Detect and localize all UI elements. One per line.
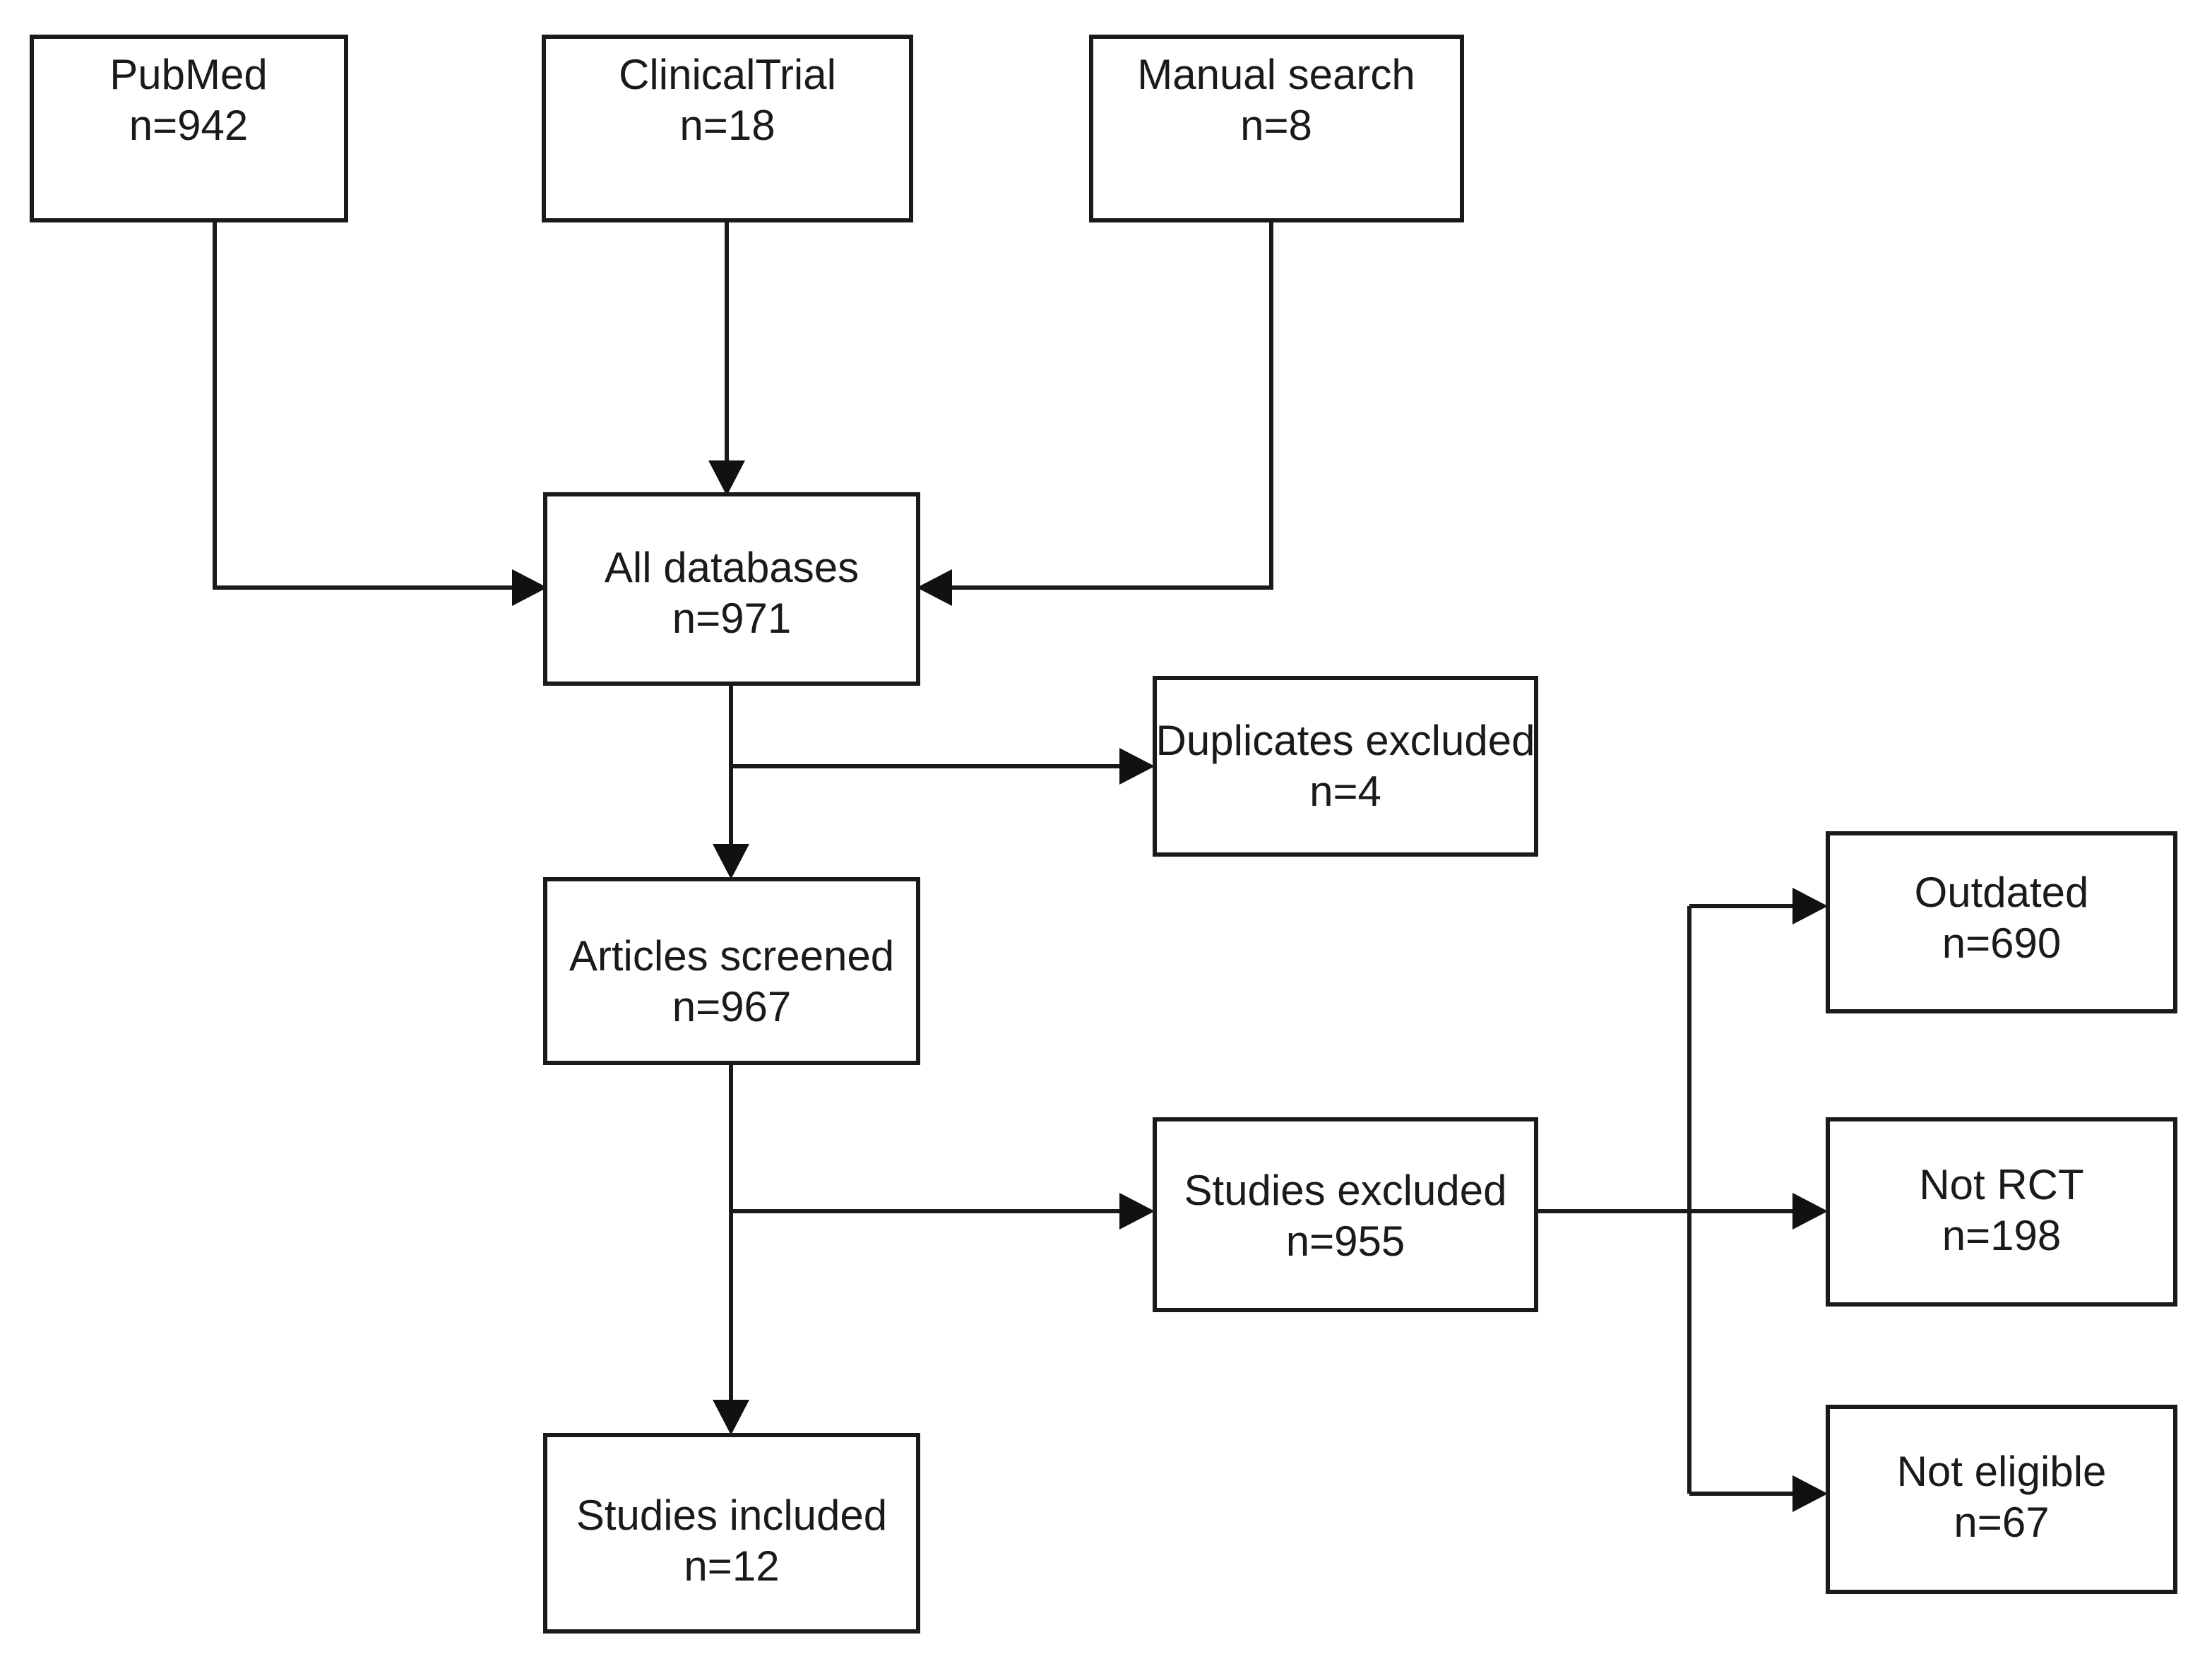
edge-path [938,220,1273,590]
node-label: Manual search [1137,51,1415,98]
edge-studies-excluded-distribution-trunk [1538,888,1828,1512]
node-label: Outdated [1915,869,2089,916]
edge-all-databases-to-articles-screened [713,684,749,879]
node-outdated[interactable]: Outdated n=690 [1826,831,2177,1013]
node-label: ClinicalTrial [619,51,836,98]
node-count: n=67 [1954,1499,2049,1546]
node-count: n=971 [672,595,792,642]
arrow-head-icon [713,844,749,879]
arrow-head-icon [1792,888,1828,924]
node-label: Studies included [576,1492,887,1539]
node-box [1153,1117,1538,1312]
edge-manual-search-to-all-databases [917,220,1273,606]
node-box [543,1433,920,1634]
node-clinicaltrial[interactable]: ClinicalTrial n=18 [542,35,913,222]
node-label: Not eligible [1897,1448,2107,1495]
node-count: n=967 [672,983,792,1030]
node-box [1826,1117,2177,1307]
edge-articles-screened-to-studies-included [713,1063,749,1435]
node-label: All databases [605,544,859,591]
node-box [1089,35,1464,222]
node-articles-screened[interactable]: Articles screened n=967 [543,877,920,1065]
node-duplicates-excluded[interactable]: Duplicates excluded n=4 [1153,676,1538,857]
node-pubmed[interactable]: PubMed n=942 [30,35,348,222]
arrow-head-icon [1119,748,1155,785]
edge-path [213,220,526,590]
node-count: n=18 [679,102,775,149]
arrow-head-icon [713,1400,749,1435]
edge-articles-screened-to-studies-excluded [731,1193,1155,1230]
node-label: Articles screened [569,932,894,980]
node-all-databases[interactable]: All databases n=971 [543,492,920,686]
node-studies-excluded[interactable]: Studies excluded n=955 [1153,1117,1538,1312]
node-label: Studies excluded [1184,1167,1507,1214]
edge-pubmed-to-all-databases [213,220,547,606]
node-label: Not RCT [1919,1161,2083,1208]
node-box [1153,676,1538,857]
arrow-head-icon [1792,1475,1828,1512]
node-box [543,492,920,686]
node-box [1826,831,2177,1013]
node-not-eligible[interactable]: Not eligible n=67 [1826,1405,2177,1594]
node-box [1826,1405,2177,1594]
node-box [30,35,348,222]
edge-clinicaltrial-to-all-databases [708,220,745,496]
node-count: n=690 [1942,920,2062,967]
node-label: Duplicates excluded [1156,717,1535,764]
edge-all-databases-to-duplicates-excluded [731,748,1155,785]
arrow-head-icon [1792,1193,1828,1230]
node-studies-included[interactable]: Studies included n=12 [543,1433,920,1634]
node-label: PubMed [109,51,267,98]
arrow-head-icon [708,460,745,496]
node-box [543,877,920,1065]
node-manual-search[interactable]: Manual search n=8 [1089,35,1464,222]
arrow-head-icon [917,569,952,606]
arrow-head-icon [512,569,547,606]
node-count: n=4 [1309,768,1381,815]
node-box [542,35,913,222]
arrow-head-icon [1119,1193,1155,1230]
node-count: n=942 [129,102,249,149]
node-count: n=12 [684,1542,779,1590]
node-count: n=955 [1286,1218,1405,1265]
node-count: n=198 [1942,1212,2062,1259]
node-not-rct[interactable]: Not RCT n=198 [1826,1117,2177,1307]
node-count: n=8 [1240,102,1312,149]
